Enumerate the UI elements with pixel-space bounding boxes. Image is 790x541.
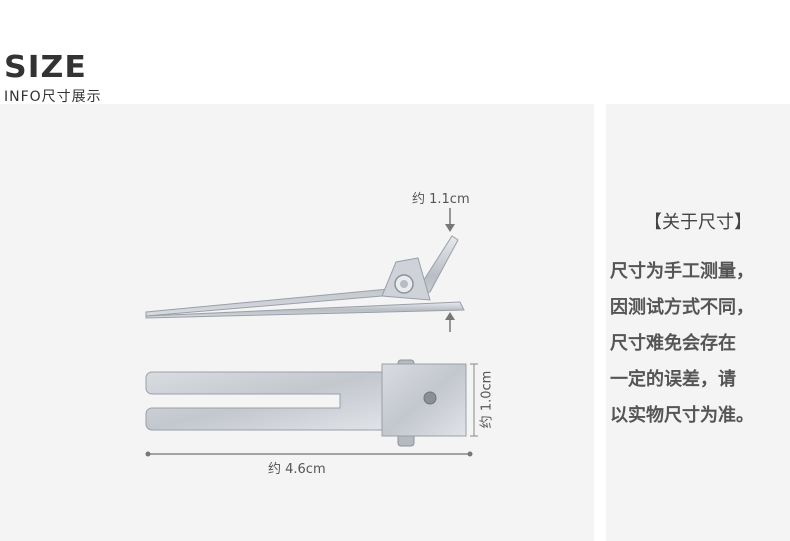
height-arrows bbox=[445, 208, 455, 332]
note-line: 以实物尺寸为准。 bbox=[610, 405, 754, 426]
size-title: SIZE bbox=[4, 50, 87, 85]
note-text: 尺寸为手工测量， 因测试方式不同， 尺寸难免会存在 一定的误差，请 以实物尺寸为… bbox=[610, 254, 790, 434]
note-line: 尺寸难免会存在 bbox=[610, 333, 736, 354]
width-dimension bbox=[470, 363, 478, 437]
note-title: 【关于尺寸】 bbox=[644, 212, 752, 233]
clip-top-view bbox=[145, 359, 467, 447]
panel-divider bbox=[594, 104, 606, 541]
product-size-panel bbox=[0, 104, 594, 541]
hole-icon bbox=[423, 391, 437, 405]
note-line: 因测试方式不同， bbox=[610, 297, 754, 318]
clip-side-view bbox=[145, 235, 465, 319]
note-line: 尺寸为手工测量， bbox=[610, 261, 754, 282]
size-note-panel: 【关于尺寸】 尺寸为手工测量， 因测试方式不同， 尺寸难免会存在 一定的误差，请… bbox=[606, 104, 790, 541]
note-line: 一定的误差，请 bbox=[610, 369, 736, 390]
length-label: 约 4.6cm bbox=[268, 462, 326, 477]
size-subtitle: INFO尺寸展示 bbox=[4, 89, 102, 105]
length-dimension bbox=[145, 451, 473, 457]
width-label: 约 1.0cm bbox=[479, 370, 495, 429]
header: SIZE INFO尺寸展示 bbox=[0, 0, 790, 105]
height-label: 约 1.1cm bbox=[412, 192, 470, 207]
